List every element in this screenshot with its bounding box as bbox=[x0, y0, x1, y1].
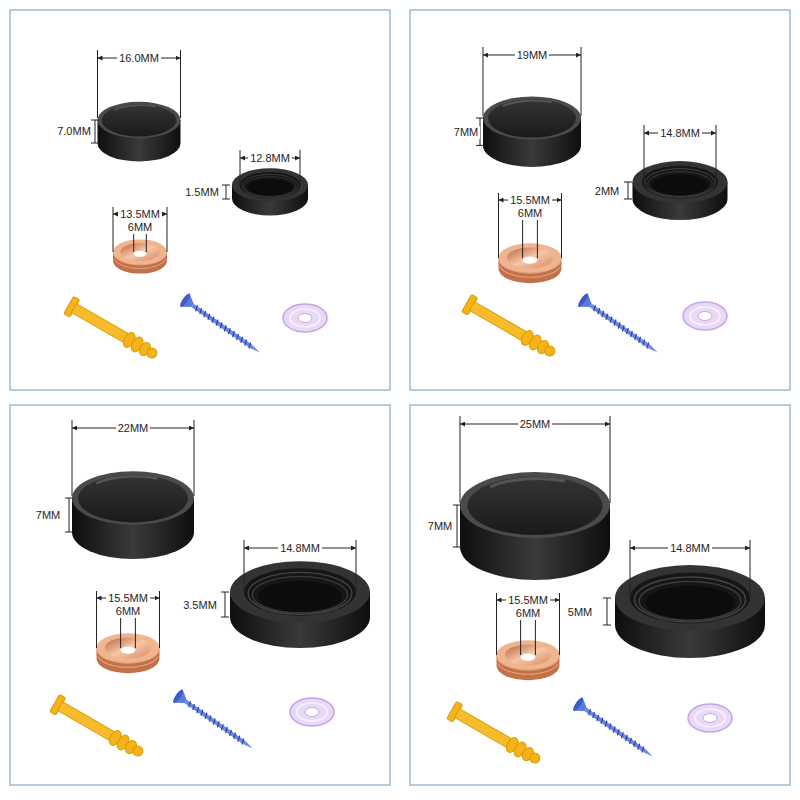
panel-frame bbox=[410, 405, 790, 785]
dimension-label: 7MM bbox=[452, 126, 480, 139]
dimension-label: 3.5MM bbox=[181, 599, 219, 612]
dimension-label: 19MM bbox=[515, 49, 550, 62]
dimension-label: 15.5MM bbox=[506, 594, 550, 607]
panel-frame bbox=[410, 10, 790, 390]
dimension-label: 14.8MM bbox=[278, 542, 322, 555]
dimension-label: 7MM bbox=[34, 509, 62, 522]
dimension-label: 14.8MM bbox=[658, 127, 702, 140]
dimension-label: 5MM bbox=[566, 606, 594, 619]
dimension-label: 25MM bbox=[518, 418, 553, 431]
dimension-label: 6MM bbox=[514, 607, 542, 620]
dimension-label: 7MM bbox=[426, 520, 454, 533]
dimension-label: 13.5MM bbox=[118, 208, 162, 221]
dimension-label: 22MM bbox=[116, 422, 151, 435]
dimension-label: 15.5MM bbox=[508, 194, 552, 207]
panel-frame bbox=[10, 10, 390, 390]
dimension-label: 15.5MM bbox=[106, 592, 150, 605]
dimension-label: 6MM bbox=[516, 207, 544, 220]
dimension-lines bbox=[65, 47, 750, 655]
dimension-label: 14.8MM bbox=[668, 542, 712, 555]
dimension-label: 6MM bbox=[126, 221, 154, 234]
panel-frame bbox=[10, 405, 390, 785]
dimension-label: 2MM bbox=[593, 185, 621, 198]
dimension-label: 12.8MM bbox=[248, 152, 292, 165]
dimension-label: 1.5MM bbox=[183, 186, 221, 199]
dimension-label: 16.0MM bbox=[117, 52, 161, 65]
dimension-label: 7.0MM bbox=[55, 125, 93, 138]
dimension-label: 6MM bbox=[114, 605, 142, 618]
